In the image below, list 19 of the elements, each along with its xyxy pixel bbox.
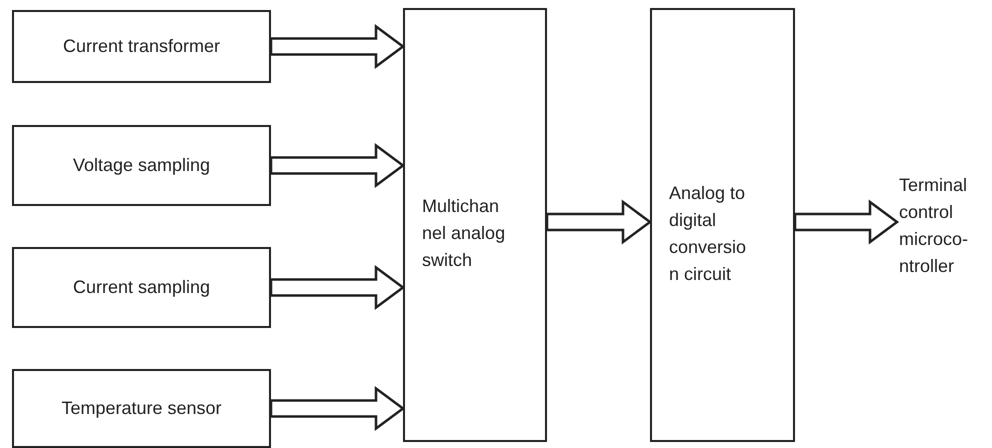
node-label: Terminal control microco- ntroller — [899, 172, 989, 282]
process-box — [12, 10, 271, 83]
process-box — [12, 247, 271, 328]
block-arrow — [794, 200, 900, 244]
box-label: Current transformer — [62, 35, 220, 58]
box-label: Current sampling — [72, 276, 210, 299]
process-box — [403, 8, 547, 442]
block-arrow — [270, 386, 406, 431]
block-arrow — [270, 24, 406, 69]
block-arrow — [270, 143, 406, 188]
block-arrow — [270, 265, 406, 310]
process-box — [12, 125, 271, 206]
box-label: Voltage sampling — [72, 154, 210, 177]
box-label: Analog to digital conversio n circuit — [669, 182, 748, 286]
box-label: Multichan nel analog switch — [422, 195, 506, 272]
box-label: Temperature sensor — [61, 397, 222, 420]
block-arrow — [546, 200, 652, 244]
process-box — [12, 369, 271, 448]
process-box — [650, 8, 795, 442]
